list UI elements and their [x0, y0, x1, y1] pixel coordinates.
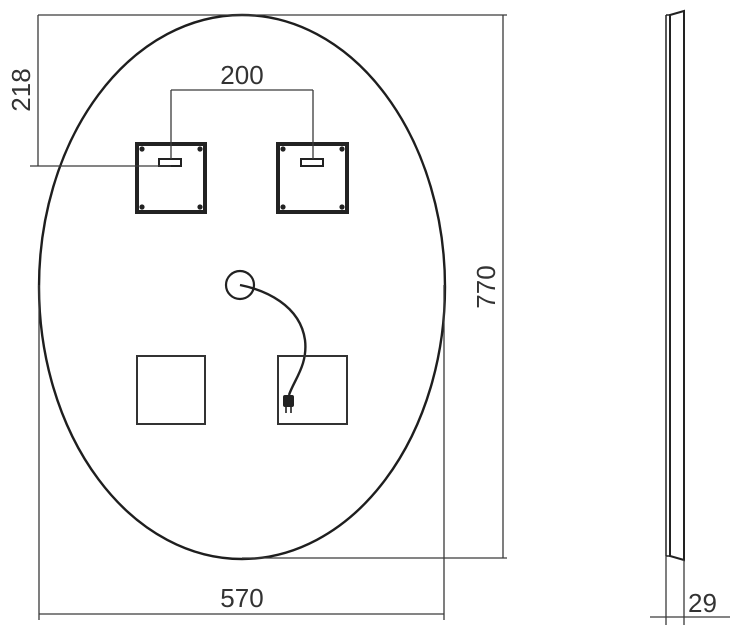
- dimension-overall-height: 770: [242, 15, 507, 559]
- mirror-side-profile: [669, 9, 685, 562]
- cable-outlet: [224, 269, 256, 301]
- front-view: 200 218 770 570: [6, 13, 507, 620]
- plug-icon: [283, 395, 294, 413]
- dimension-overall-width: 570: [38, 285, 445, 620]
- power-cable: [239, 283, 307, 396]
- dimension-label-218: 218: [6, 68, 36, 111]
- dimension-label-200: 200: [220, 60, 263, 90]
- dimension-depth: 29: [650, 556, 730, 625]
- side-view: 29: [650, 9, 730, 625]
- dimension-label-570: 570: [220, 583, 263, 613]
- dimension-label-770: 770: [471, 265, 501, 308]
- spacer-pad-right: [277, 355, 348, 425]
- spacer-pad-left: [136, 355, 206, 425]
- mirror-outline: [37, 13, 447, 561]
- dimension-label-29: 29: [688, 588, 717, 618]
- dimension-bracket-spacing: 200: [170, 60, 314, 159]
- dimension-bracket-height: 218: [6, 15, 171, 167]
